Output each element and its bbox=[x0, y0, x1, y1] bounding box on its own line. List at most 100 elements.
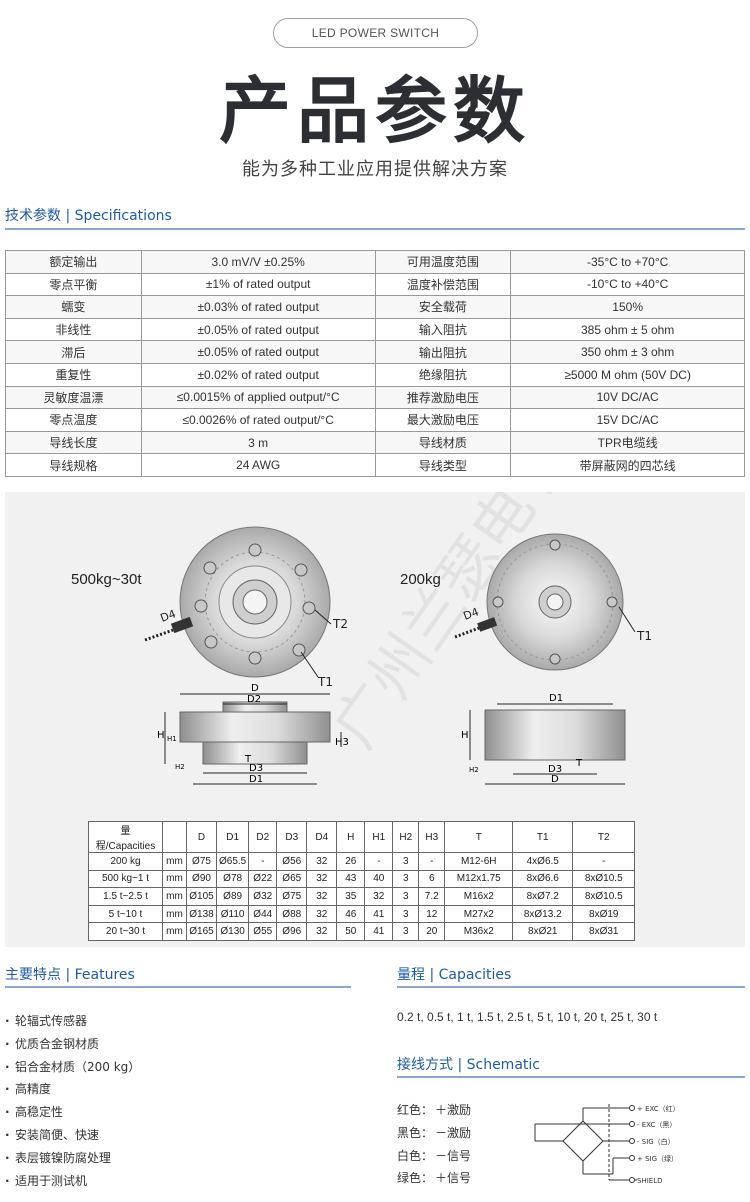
capacity-cell: Ø90 bbox=[186, 869, 217, 889]
spec-cell: 非线性 bbox=[5, 317, 142, 342]
spec-cell: 15V DC/AC bbox=[510, 408, 745, 432]
capacity-cell: 50 bbox=[336, 922, 366, 941]
capacity-cell: 41 bbox=[364, 904, 394, 924]
capacity-cell: 1.5 t~2.5 t bbox=[88, 887, 163, 906]
capacity-cell: M12-6H bbox=[444, 852, 514, 871]
capacity-cell: 40 bbox=[364, 869, 394, 889]
capacity-cell: 6 bbox=[418, 869, 446, 889]
capacity-cell: Ø110 bbox=[215, 904, 250, 924]
feature-item: 轮辐式传感器 bbox=[5, 1010, 140, 1033]
capacity-cell: 32 bbox=[306, 852, 338, 871]
capacity-cell: mm bbox=[162, 852, 187, 871]
capacity-cell: M16x2 bbox=[444, 887, 514, 906]
svg-text:H2: H2 bbox=[469, 766, 479, 774]
capacity-cell: 8xØ31 bbox=[572, 922, 636, 941]
spec-cell: ≤0.0026% of rated output/°C bbox=[140, 408, 376, 432]
svg-text:D2: D2 bbox=[247, 694, 261, 705]
spec-cell: 24 AWG bbox=[140, 453, 376, 477]
right-top-view: D4 T1 bbox=[454, 533, 652, 671]
capacity-cell: - bbox=[572, 852, 636, 871]
capacity-cell: Ø65.5 bbox=[215, 852, 250, 871]
capacity-cell: 32 bbox=[364, 887, 394, 906]
section-divider-features bbox=[5, 986, 351, 988]
spec-cell: ±0.05% of rated output bbox=[140, 340, 376, 364]
capacity-cell: 41 bbox=[364, 922, 394, 941]
capacity-cell: Ø88 bbox=[276, 904, 308, 924]
wire-signal: ＋信号 bbox=[435, 1171, 472, 1186]
capacity-cell: T2 bbox=[572, 821, 636, 853]
capacity-cell: T bbox=[444, 821, 514, 853]
capacity-cell: 8xØ10.5 bbox=[572, 869, 636, 889]
capacity-cell: D1 bbox=[215, 821, 250, 853]
capacity-cell: 500 kg~1 t bbox=[88, 869, 163, 889]
wire-color: 白色： bbox=[397, 1148, 434, 1163]
wiring-item: 红色：＋激励 bbox=[397, 1099, 471, 1122]
spec-cell: 150% bbox=[510, 295, 745, 319]
capacity-cell: 46 bbox=[336, 904, 366, 924]
feature-item: 表层镀镍防腐处理 bbox=[5, 1147, 140, 1170]
spec-cell: 温度补偿范围 bbox=[374, 272, 512, 297]
svg-text:T1: T1 bbox=[636, 629, 652, 643]
capacity-cell: 7.2 bbox=[418, 887, 446, 906]
schematic-label-exc-minus: - EXC（黑） bbox=[637, 1121, 676, 1129]
capacity-cell: T1 bbox=[512, 821, 574, 853]
wire-color: 绿色： bbox=[397, 1171, 434, 1186]
capacity-cell: mm bbox=[162, 904, 187, 924]
capacity-cell: Ø89 bbox=[215, 887, 250, 906]
capacity-cell: Ø56 bbox=[276, 852, 308, 871]
capacity-cell: 20 bbox=[418, 922, 446, 941]
wire-color: 红色： bbox=[397, 1103, 434, 1117]
capacity-cell: 8xØ19 bbox=[572, 904, 636, 924]
capacity-cell: mm bbox=[162, 869, 187, 889]
capacity-cell: 4xØ6.5 bbox=[512, 852, 574, 871]
wiring-item: 黑色：－激励 bbox=[397, 1122, 471, 1145]
section-divider bbox=[5, 228, 745, 230]
section-title-specs: 技术参数 | Specifications bbox=[5, 208, 172, 224]
section-divider-capacities bbox=[397, 986, 745, 988]
spec-cell: 零点平衡 bbox=[5, 272, 142, 297]
spec-cell: ±1% of rated output bbox=[140, 272, 376, 297]
capacity-cell: 3 bbox=[392, 852, 420, 871]
svg-text:D: D bbox=[551, 774, 559, 785]
svg-text:H1: H1 bbox=[167, 735, 177, 743]
spec-cell: 输出阻抗 bbox=[374, 340, 512, 364]
capacity-cell: 8xØ13.2 bbox=[512, 904, 574, 924]
capacity-cell: 3 bbox=[392, 922, 420, 941]
capacity-cell: D bbox=[186, 821, 217, 853]
capacity-cell bbox=[162, 821, 187, 853]
capacity-cell: Ø32 bbox=[248, 887, 278, 906]
spec-cell: -35°C to +70°C bbox=[510, 250, 745, 274]
capacity-cell: 8xØ10.5 bbox=[572, 887, 636, 906]
spec-cell: 推荐激励电压 bbox=[374, 385, 512, 410]
capacity-cell: 200 kg bbox=[88, 852, 163, 871]
schematic-label-exc-plus: + EXC（红） bbox=[637, 1104, 680, 1113]
capacity-cell: mm bbox=[162, 887, 187, 906]
wire-signal: ＋激励 bbox=[435, 1103, 472, 1117]
spec-cell: 蠕变 bbox=[5, 295, 142, 319]
spec-cell: ≤0.0015% of applied output/°C bbox=[140, 385, 376, 410]
capacity-cell: Ø78 bbox=[215, 869, 250, 889]
capacity-cell: 3 bbox=[392, 869, 420, 889]
svg-text:D3: D3 bbox=[249, 763, 263, 774]
spec-cell: ±0.03% of rated output bbox=[140, 295, 376, 319]
svg-text:T2: T2 bbox=[332, 617, 348, 631]
svg-text:H: H bbox=[461, 730, 469, 741]
spec-cell: 带屏蔽网的四芯线 bbox=[510, 453, 745, 477]
label-200kg: 200kg bbox=[400, 571, 441, 588]
feature-item: 安装简便、快速 bbox=[5, 1124, 140, 1147]
page-title: 产品参数 bbox=[218, 69, 531, 153]
spec-cell: 导线类型 bbox=[374, 453, 512, 477]
capacity-cell: H bbox=[336, 821, 366, 853]
capacity-cell: Ø138 bbox=[186, 904, 217, 924]
capacities-text: 0.2 t, 0.5 t, 1 t, 1.5 t, 2.5 t, 5 t, 10… bbox=[397, 1010, 658, 1024]
capacity-cell: 32 bbox=[306, 869, 338, 889]
